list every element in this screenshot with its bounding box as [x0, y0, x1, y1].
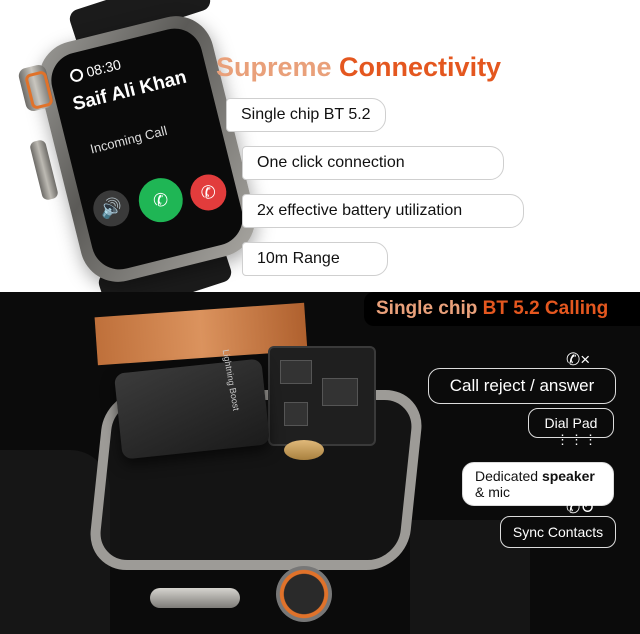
phone-reject-icon: ✆× [566, 350, 591, 369]
speaker-icon: 🔊 [89, 186, 134, 231]
dial-pad: Dial Pad [528, 408, 614, 438]
sync-contacts: Sync Contacts [500, 516, 616, 548]
circuit-board [268, 346, 376, 446]
watch-time: 08:30 [68, 56, 123, 84]
decline-call-icon: ✆ [186, 170, 231, 215]
feature-one-click: One click connection [242, 146, 504, 180]
phone-sync-icon: ✆↻ [566, 498, 595, 517]
accept-call-icon: ✆ [134, 173, 188, 227]
top-section: 08:30 Saif Ali Khan Incoming Call 🔊 ✆ ✆ … [0, 0, 640, 319]
strap-pin [150, 588, 240, 608]
banner-title: Single chip BT 5.2 Calling [376, 298, 609, 319]
banner [364, 292, 640, 326]
battery [113, 358, 271, 460]
coin-motor [284, 440, 324, 460]
clock-icon [68, 67, 85, 84]
watch-case: 08:30 Saif Ali Khan Incoming Call 🔊 ✆ ✆ [30, 8, 264, 290]
digital-crown [276, 566, 332, 622]
dedicated-speaker-mic: Dedicated speaker& mic [462, 462, 614, 506]
feature-battery: 2x effective battery utilization [242, 194, 524, 228]
call-status: Incoming Call [88, 122, 169, 157]
headline: Supreme Connectivity [216, 52, 502, 82]
keypad-icon: ⋮⋮⋮ [556, 432, 598, 447]
feature-range: 10m Range [242, 242, 388, 276]
feature-bt: Single chip BT 5.2 [226, 98, 386, 132]
call-reject-answer: Call reject / answer [428, 368, 616, 404]
